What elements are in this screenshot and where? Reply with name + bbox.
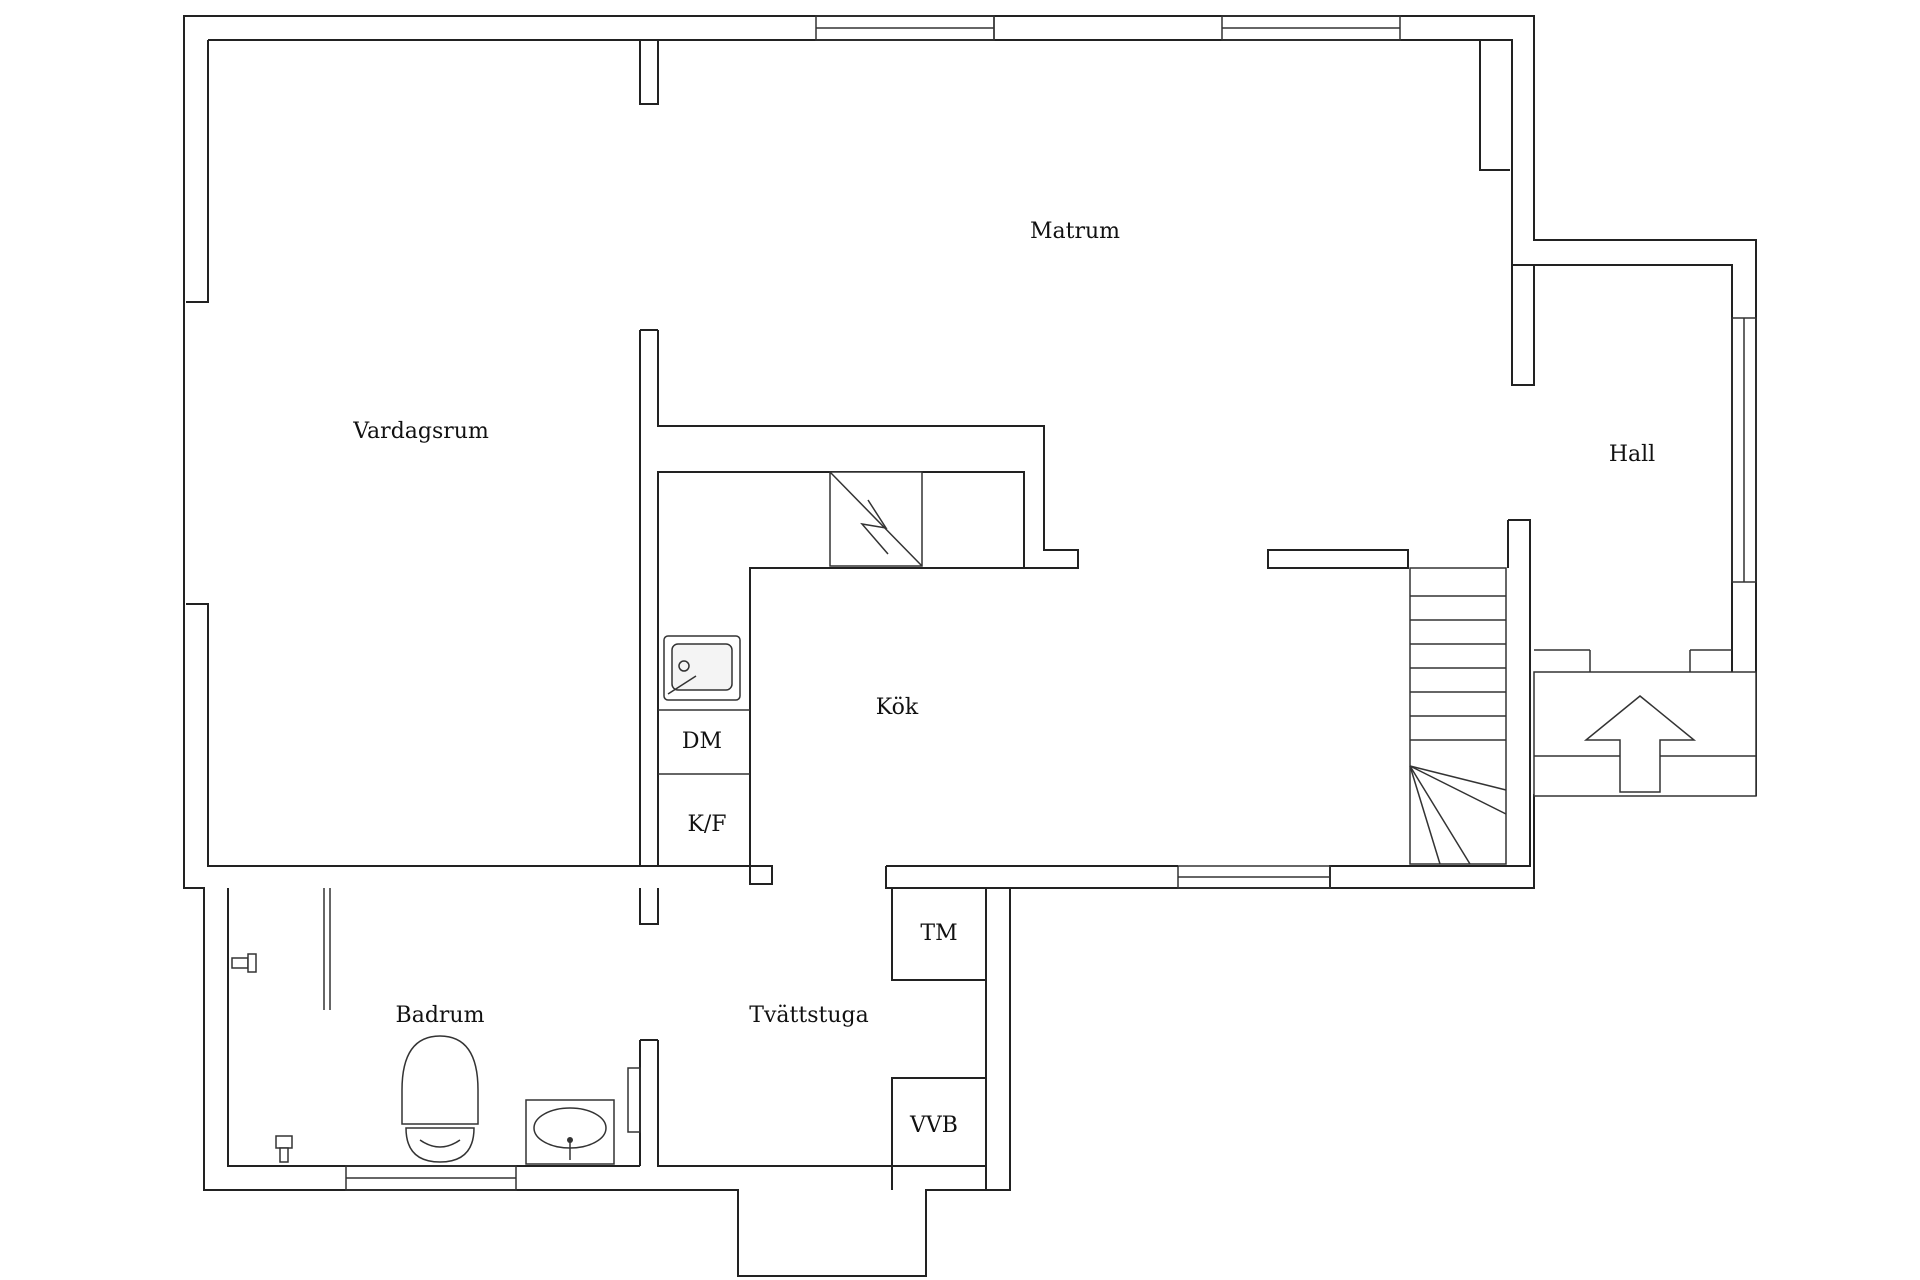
partition-right-stub: [1479, 40, 1510, 171]
window-hall-right: [1731, 317, 1757, 583]
fireplace-icon: [829, 471, 923, 567]
partition-living-kitchen-2: [657, 330, 1079, 866]
room-label-hall: Hall: [1609, 442, 1655, 467]
tap-icon: [275, 1135, 293, 1163]
arrow-up-icon: [1583, 695, 1697, 793]
room-label-kok: Kök: [876, 695, 919, 720]
room-label-tvattstuga: Tvättstuga: [749, 1003, 868, 1028]
partition-top-stub: [639, 40, 659, 105]
window-top-1: [815, 15, 995, 41]
stair-landing-wall: [1267, 549, 1409, 569]
window-bathroom: [345, 1165, 517, 1191]
room-label-badrum: Badrum: [396, 1003, 485, 1028]
partition-bath-lower: [639, 1039, 892, 1167]
radiator: [627, 1067, 641, 1133]
window-top-2: [1221, 15, 1401, 41]
toilet-icon: [401, 1035, 479, 1163]
inner-wall-left-lower: [186, 603, 640, 867]
partition-living-kitchen: [639, 330, 658, 867]
room-label-vardagsrum: Vardagsrum: [352, 419, 489, 444]
kitchen-bottom-wall: [885, 865, 1178, 889]
outer-wall: [183, 15, 1757, 1277]
appliance-label-dryer: TM: [920, 921, 957, 946]
inner-wall-left: [186, 40, 209, 303]
kitchen-sink-icon: [663, 635, 741, 701]
window-kitchen-bottom: [1177, 865, 1331, 889]
staircase-icon: [1409, 567, 1507, 865]
room-label-matrum: Matrum: [1030, 219, 1120, 244]
appliance-label-water-heater: VVB: [909, 1113, 958, 1138]
washbasin-icon: [525, 1099, 615, 1165]
appliance-label-dishwasher: DM: [682, 729, 722, 754]
kitchen-counter: [657, 472, 1024, 885]
partition-hall-upper: [1511, 265, 1535, 386]
appliance-label-fridge-freezer: K/F: [687, 812, 726, 837]
partition-bath-upper: [639, 888, 659, 925]
shower-head-icon: [231, 953, 257, 973]
